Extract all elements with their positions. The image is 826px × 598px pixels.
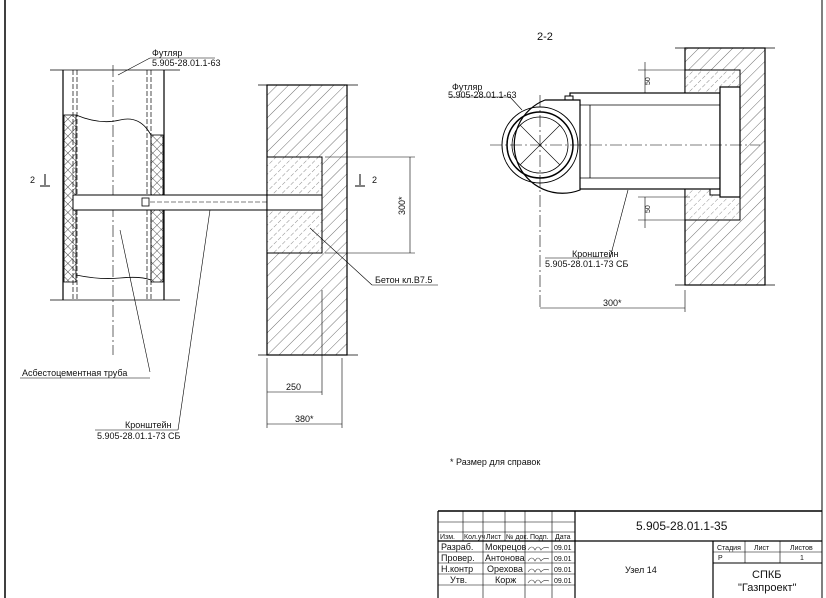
signatures — [527, 546, 550, 584]
view1-pipe — [50, 65, 180, 355]
view2-bracket-label: Кронштейн — [572, 249, 618, 259]
date-cell: 09.01 — [554, 545, 572, 552]
role-cell: Н.контр — [441, 564, 473, 574]
title-block — [437, 510, 822, 598]
header-kol: Кол.уч — [464, 534, 485, 541]
view1-bracket-label: Кронштейн — [125, 420, 171, 430]
view1-wall — [258, 84, 358, 356]
view1-bracket-code: 5.905-28.01.1-73 СБ — [97, 431, 181, 441]
reference-note: * Размер для справок — [450, 457, 540, 467]
concrete-label: Бетон кл.В7.5 — [375, 275, 432, 285]
dim-height: 300* — [397, 196, 407, 215]
view2-casing-label: Футляр — [452, 82, 482, 92]
header-doc: № док. — [506, 534, 528, 541]
org-name-line2: "Газпроект" — [738, 582, 797, 594]
svg-text:2: 2 — [372, 175, 377, 185]
dim-50-top: 50 — [645, 77, 652, 85]
name-cell: Корж — [495, 575, 516, 585]
role-cell: Провер. — [441, 553, 475, 563]
dim-300: 300* — [603, 298, 622, 308]
header-sign: Подп. — [530, 534, 549, 541]
view2-casing-code: 5.905-28.01.1-63 — [448, 90, 517, 100]
view2-bracket-code: 5.905-28.01.1-73 СБ — [545, 259, 629, 269]
date-cell: 09.01 — [554, 556, 572, 563]
view1-casing-code: 5.905-28.01.1-63 — [152, 58, 221, 68]
org-name-line1: СПКБ — [752, 569, 781, 581]
date-cell: 09.01 — [554, 567, 572, 574]
section-mark-right: 2 — [355, 174, 377, 187]
date-cell: 09.01 — [554, 578, 572, 585]
role-cell: Утв. — [450, 575, 467, 585]
section-mark-left: 2 — [30, 174, 50, 187]
sheets-value: 1 — [800, 555, 804, 562]
name-cell: Антонова — [485, 553, 525, 563]
svg-text:2: 2 — [30, 175, 35, 185]
view2-pipe-section — [490, 95, 760, 310]
sheet-header: Лист — [754, 545, 770, 552]
view1-casing-label: Футляр — [152, 48, 182, 58]
sheets-header: Листов — [790, 545, 813, 552]
role-cell: Разраб. — [441, 542, 473, 552]
stage-value: Р — [718, 555, 723, 562]
header-date: Дата — [555, 534, 571, 541]
dim-250: 250 — [286, 382, 301, 392]
header-izm: Изм. — [440, 534, 455, 541]
stage-header: Стадия — [717, 545, 741, 552]
dim-380: 380* — [295, 414, 314, 424]
dim-50-bottom: 50 — [645, 205, 652, 213]
name-cell: Мокрецов — [485, 542, 527, 552]
view2-bracket — [564, 86, 741, 198]
name-cell: Орехова — [487, 564, 523, 574]
view2-title: 2-2 — [537, 31, 553, 43]
sheet-name: Узел 14 — [625, 565, 657, 575]
header-list: Лист — [486, 534, 502, 541]
doc-code: 5.905-28.01.1-35 — [636, 519, 728, 533]
pipe-label: Асбестоцементная труба — [22, 368, 127, 378]
